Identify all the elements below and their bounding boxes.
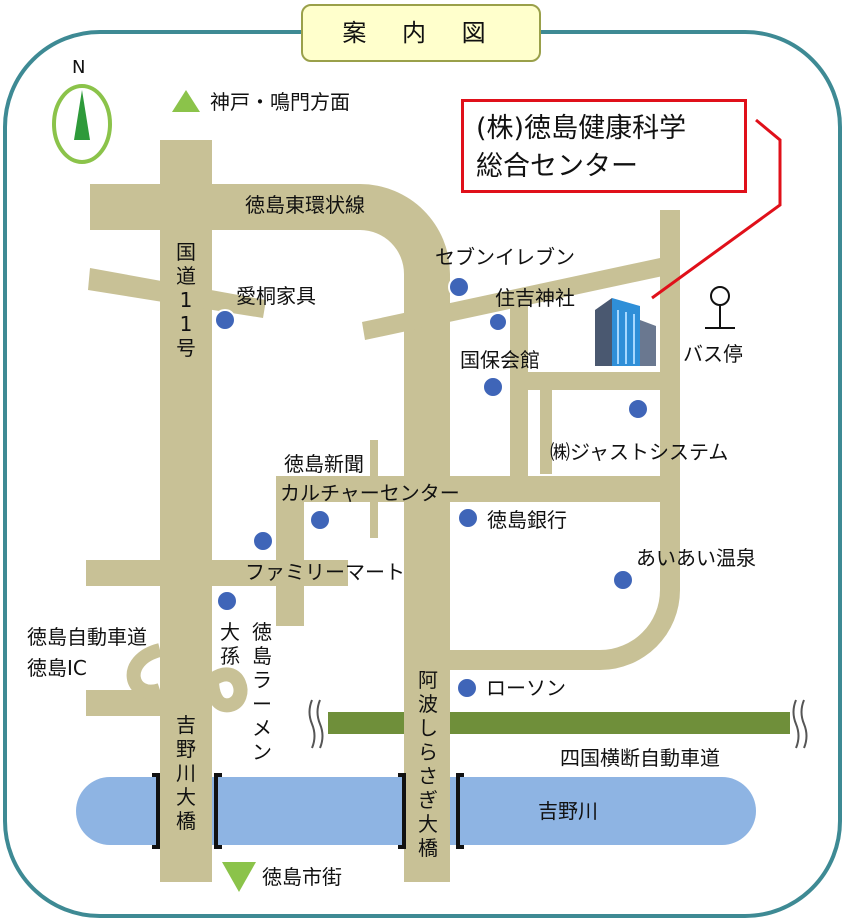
sumiyoshi-shrine-label: 住吉神社 xyxy=(495,286,575,310)
shimbun-label-line2: カルチャーセンター xyxy=(280,481,460,505)
seven-eleven-label: セブンイレブン xyxy=(435,245,575,269)
shrine-marker xyxy=(488,312,508,332)
map-title: 案 内 図 xyxy=(301,4,541,62)
south-arrow-icon xyxy=(222,862,256,892)
inner-road-c xyxy=(540,390,552,474)
bus-stop-label: バス停 xyxy=(683,342,743,366)
headquarters-box: (株)徳島健康科学 総合センター xyxy=(461,99,747,193)
ohmago-road xyxy=(276,476,304,626)
lawson-label: ローソン xyxy=(486,676,566,700)
awa-shirasagi-bridge-label: 阿波しらさぎ大橋 xyxy=(418,668,438,860)
tokushima-ic-label: 徳島IC xyxy=(27,656,87,680)
tokushima-bank-label: 徳島銀行 xyxy=(487,508,567,532)
route11-road xyxy=(160,140,212,882)
yoshino-bridge-label: 吉野川大橋 xyxy=(176,713,196,833)
aito-road xyxy=(88,268,266,318)
ring-road xyxy=(90,184,450,882)
headquarters-name-line2: 総合センター xyxy=(476,151,638,182)
aiai-onsen-label: あいあい温泉 xyxy=(636,546,756,570)
familymart-road xyxy=(86,560,348,586)
bridge-brackets xyxy=(152,773,464,849)
seven-eleven-marker xyxy=(448,276,470,298)
tokushima-ic-loops xyxy=(126,643,248,713)
kokuho-kaikan-marker xyxy=(482,376,504,398)
ring-road-label: 徳島東環状線 xyxy=(245,193,365,217)
headquarters-name-line1: (株)徳島健康科学 xyxy=(476,113,687,144)
hq-pointer-line xyxy=(651,118,782,300)
tokushima-ramen-label: 徳島ラーメン xyxy=(252,620,272,764)
kokuho-kaikan-label: 国保会館 xyxy=(460,348,540,372)
landmark-markers xyxy=(214,276,649,699)
aiai-onsen-marker xyxy=(612,569,634,591)
tokushima-bank-marker xyxy=(457,507,479,529)
tokushima-expressway-label: 徳島自動車道 xyxy=(27,625,147,649)
aito-kagu-label: 愛桐家具 xyxy=(236,284,316,308)
shikoku-expressway-label: 四国横断自動車道 xyxy=(560,746,720,770)
familymart-label: ファミリーマート xyxy=(245,560,405,584)
lawson-marker xyxy=(456,677,478,699)
north-direction-label: 神戸・鳴門方面 xyxy=(210,90,350,114)
shikoku-expressway xyxy=(328,712,790,734)
road-network xyxy=(86,140,680,882)
shimbun-marker xyxy=(309,509,331,531)
building-icon xyxy=(595,298,656,366)
familymart-marker xyxy=(252,530,274,552)
east-road xyxy=(404,210,680,670)
newspaper-lane xyxy=(370,440,378,538)
aito-kagu-marker xyxy=(214,309,236,331)
compass-north-label: N xyxy=(72,57,86,78)
south-direction-label: 徳島市街 xyxy=(262,865,342,889)
justsystem-label: ㈱ジャストシステム xyxy=(550,440,729,464)
justsystem-marker xyxy=(627,398,649,420)
bus-stop-icon xyxy=(705,286,735,329)
yoshino-river-label: 吉野川 xyxy=(538,799,598,823)
inner-road-a xyxy=(510,296,528,486)
route11-label: 国道11号 xyxy=(176,240,196,360)
expressway-break-marks xyxy=(308,699,808,749)
north-arrow-icon xyxy=(172,90,200,112)
shimbun-label-line1: 徳島新聞 xyxy=(284,452,364,476)
inner-road-b xyxy=(510,372,660,390)
ohmago-label: 大孫 xyxy=(220,620,240,668)
culture-road xyxy=(276,476,660,502)
compass-icon xyxy=(52,84,112,164)
ohmago-marker xyxy=(216,590,238,612)
